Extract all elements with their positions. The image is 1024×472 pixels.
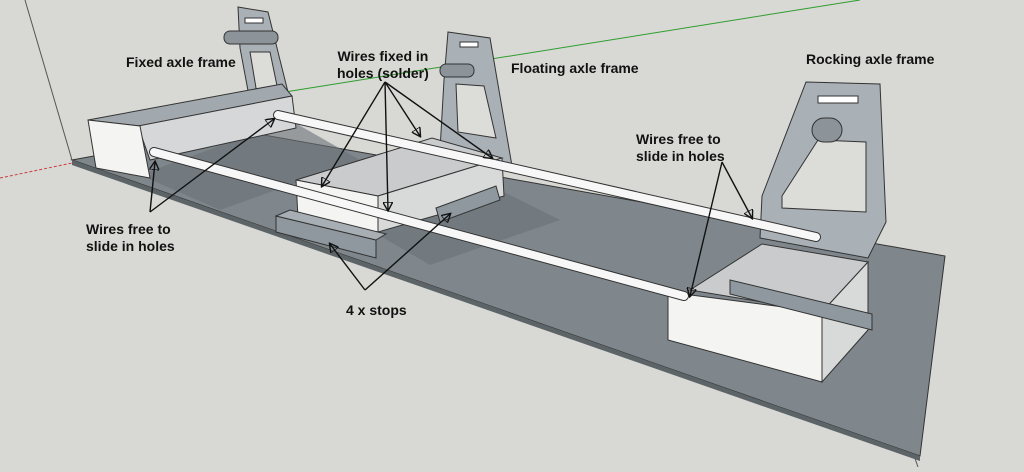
axis-red-line [0, 162, 73, 179]
label-wires-free-left: Wires free to slide in holes [86, 221, 175, 254]
shadow-floating [370, 190, 560, 265]
label-fixed-axle-frame: Fixed axle frame [126, 54, 236, 70]
rocking-rail [729, 279, 873, 331]
floating-slot [459, 41, 479, 48]
label-wires-free-right: Wires free to slide in holes [636, 131, 725, 164]
fixed-tray-inner [137, 95, 297, 161]
fixed-axle-stub [223, 30, 279, 45]
arrow-left-free-b [149, 119, 274, 213]
stop-front-left-top [274, 209, 388, 241]
annotation-arrows [149, 81, 752, 296]
arrow-stops-b [364, 214, 450, 291]
label-wires-fixed: Wires fixed in holes (solder) [337, 48, 429, 81]
arrow-left-free-a [150, 162, 155, 213]
wire-upper-fill [274, 111, 820, 241]
rocking-bracket-window [781, 139, 867, 213]
rocking-slot [817, 95, 859, 104]
fixed-tray-front [87, 119, 151, 179]
arrow-right-free-b [721, 161, 752, 218]
axis-black-line [24, 0, 73, 161]
stop-front-right [435, 185, 501, 223]
label-floating-axle-frame: Floating axle frame [511, 60, 639, 76]
arrow-fixed-upper-a [322, 81, 386, 186]
arrow-right-free-a [690, 161, 723, 296]
fixed-slot [244, 17, 264, 24]
label-stops: 4 x stops [346, 302, 407, 318]
arrow-fixed-upper-c [384, 81, 420, 136]
floating-bracket-window [455, 83, 497, 139]
label-rocking-axle-frame: Rocking axle frame [806, 51, 935, 67]
shadow-fixed [140, 120, 360, 210]
wire-lower-fill [150, 148, 688, 300]
base-plate-edge [72, 160, 920, 461]
arrow-fixed-upper-b [385, 81, 388, 210]
floating-tray-side [377, 157, 505, 233]
axis-green-line [284, 0, 861, 93]
rocking-axle-stub [811, 117, 843, 143]
floating-axle-stub [439, 63, 475, 78]
arrow-stops-a [330, 244, 366, 291]
arrow-fixed-upper-d [384, 81, 492, 158]
